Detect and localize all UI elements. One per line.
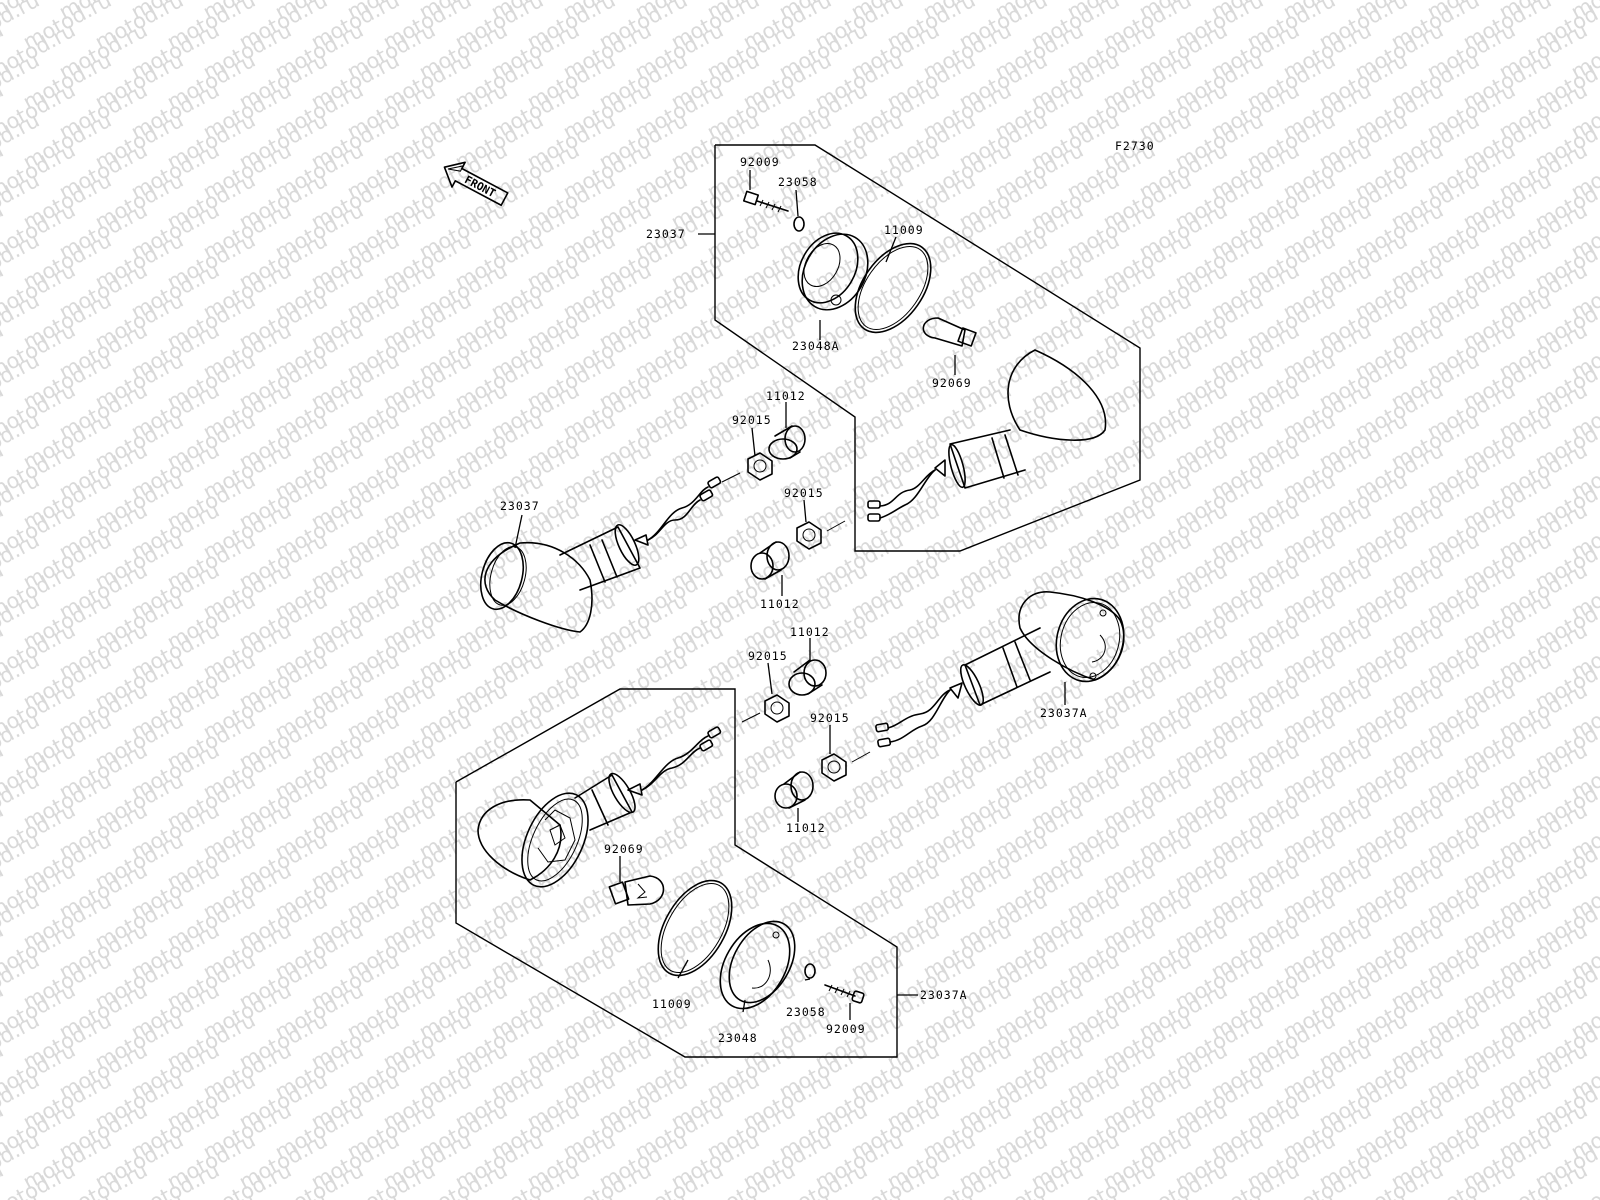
label-upper-oring: 11009 bbox=[884, 223, 924, 237]
label-right-assy: 23037A bbox=[1040, 706, 1088, 720]
part-labels: 92009 23058 23037 11009 23048A 92069 110… bbox=[500, 155, 1088, 1045]
label-lower-assy: 23037A bbox=[920, 988, 968, 1002]
lower-oring bbox=[657, 879, 733, 977]
nut-left-top bbox=[747, 452, 773, 481]
label-left-nut-top: 92015 bbox=[732, 413, 772, 427]
right-signal-lamp bbox=[875, 591, 1125, 748]
label-upper-bolt: 92009 bbox=[740, 155, 780, 169]
diagram-code: F2730 bbox=[1115, 139, 1155, 153]
upper-oring bbox=[854, 242, 932, 334]
lower-group-frame bbox=[455, 688, 898, 1058]
label-right-nut-top: 92015 bbox=[784, 486, 824, 500]
label-left-assy: 23037 bbox=[500, 499, 540, 513]
lower-lens bbox=[719, 920, 796, 1010]
label-lower-washer: 23058 bbox=[786, 1005, 826, 1019]
label-lower-bolt: 92009 bbox=[826, 1022, 866, 1036]
label-upper-bulb: 92069 bbox=[932, 376, 972, 390]
lower-signal-lamp bbox=[477, 726, 722, 888]
upper-signal-lamp bbox=[867, 349, 1107, 522]
lower-washer bbox=[804, 963, 816, 979]
label-left-damper-bottom: 11012 bbox=[760, 597, 800, 611]
upper-washer bbox=[793, 216, 805, 232]
nut-right-top bbox=[796, 521, 822, 550]
label-mid-damper-top: 11012 bbox=[790, 625, 830, 639]
leader-lines bbox=[514, 170, 1066, 1020]
label-upper-assy: 23037 bbox=[646, 227, 686, 241]
upper-bolt bbox=[742, 190, 789, 213]
label-lower-bulb: 92069 bbox=[604, 842, 644, 856]
damper-mid-bottom bbox=[774, 771, 814, 809]
nut-mid-top bbox=[764, 694, 790, 723]
lower-bulb bbox=[608, 875, 665, 906]
label-upper-washer: 23058 bbox=[778, 175, 818, 189]
label-mid-nut-top: 92015 bbox=[748, 649, 788, 663]
damper-mid-top bbox=[788, 659, 827, 696]
damper-left-bottom bbox=[750, 541, 790, 580]
label-upper-lens: 23048A bbox=[792, 339, 840, 353]
front-label: FRONT bbox=[462, 173, 498, 200]
nut-mid-bottom bbox=[821, 753, 847, 782]
label-mid-nut-bottom: 92015 bbox=[810, 711, 850, 725]
damper-left-top bbox=[768, 425, 806, 460]
label-mid-damper-bottom: 11012 bbox=[786, 821, 826, 835]
front-arrow-icon: FRONT bbox=[443, 161, 509, 207]
upper-lens bbox=[797, 232, 869, 311]
upper-group-frame bbox=[714, 144, 1141, 552]
label-left-damper-top: 11012 bbox=[766, 389, 806, 403]
label-lower-lens: 23048 bbox=[718, 1031, 758, 1045]
label-lower-oring: 11009 bbox=[652, 997, 692, 1011]
upper-bulb bbox=[922, 317, 977, 347]
lower-bolt bbox=[824, 984, 865, 1004]
